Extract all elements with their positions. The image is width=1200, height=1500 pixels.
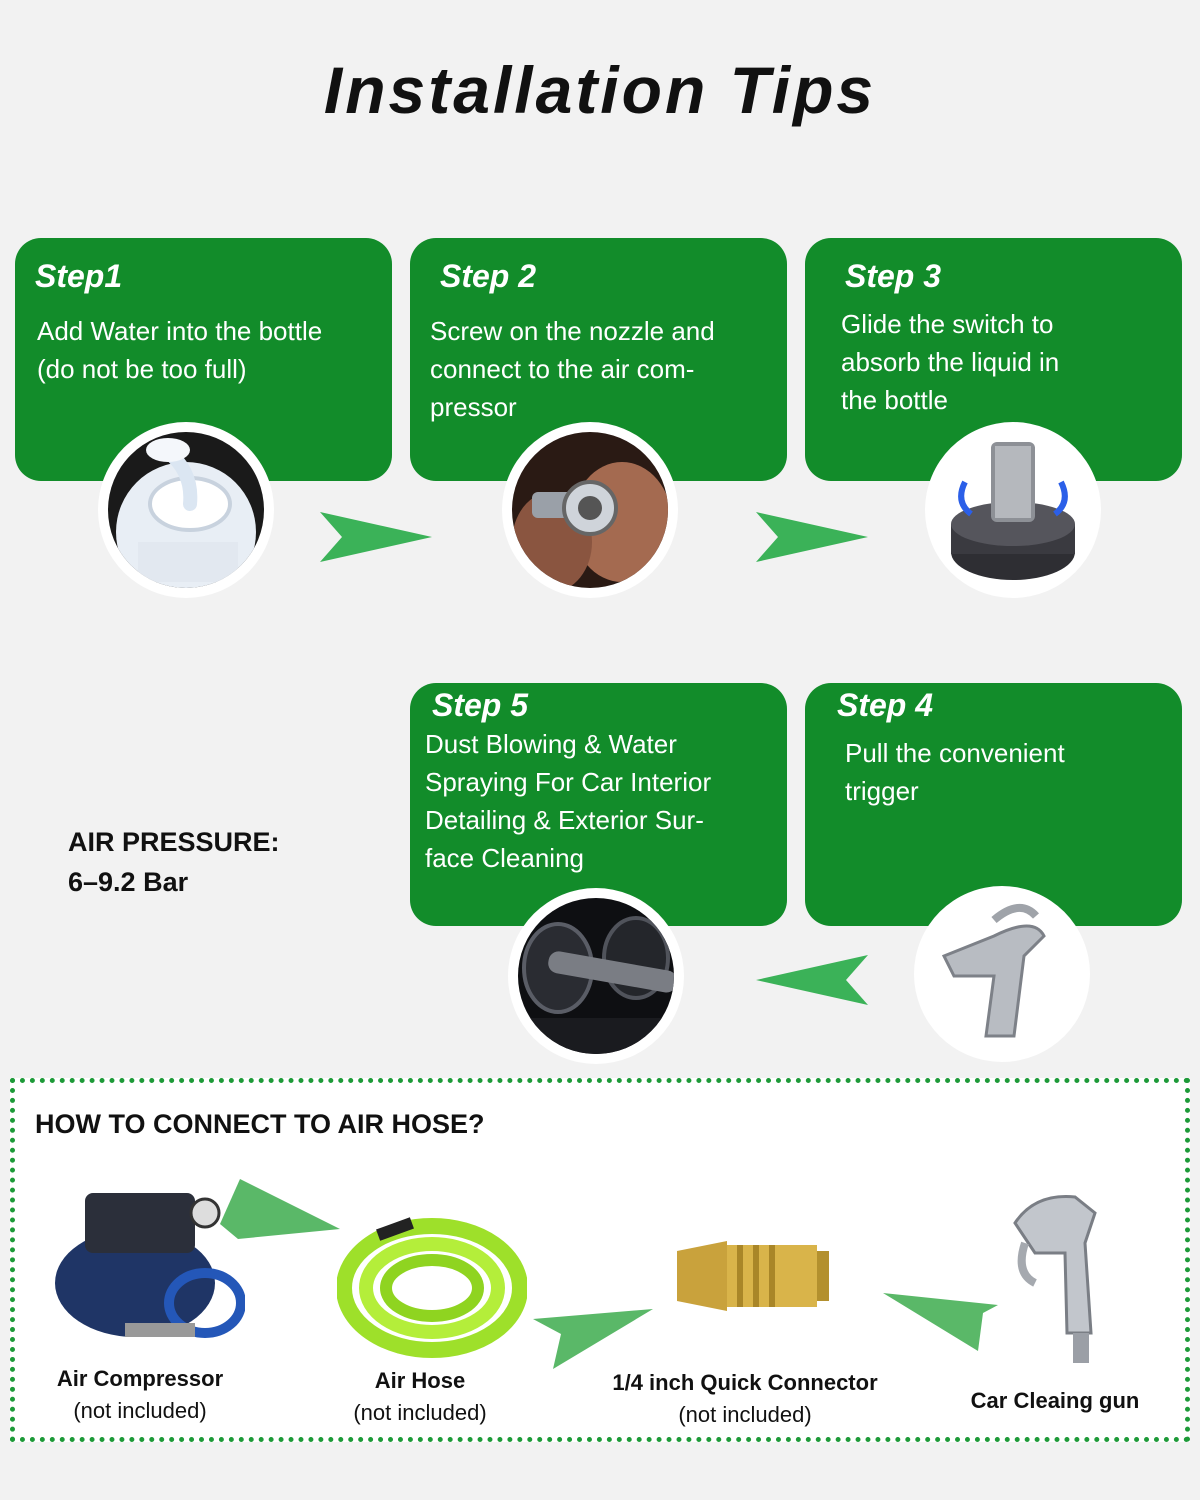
connect-title: HOW TO CONNECT TO AIR HOSE? [35,1109,485,1139]
arrow-left-icon [756,955,868,1005]
arrow-right-icon [220,1179,340,1239]
step-3-description: Glide the switch to absorb the liquid in… [841,309,1060,415]
page-title: Installation Tips [323,53,877,127]
water-bottle-icon [108,432,264,588]
air-hose-icon [337,1217,527,1358]
arrow-left-icon [883,1293,998,1351]
step-3-image [925,422,1101,598]
step-2-title: Step 2 [440,258,537,294]
switch-knob-icon [935,432,1091,588]
connect-section: HOW TO CONNECT TO AIR HOSE? [10,1078,1190,1442]
step-3-title: Step 3 [845,258,942,294]
step-5-title: Step 5 [432,687,529,723]
cleaning-gun-label: Car Cleaing gun [970,1388,1140,1413]
step-1-title: Step1 [35,258,123,294]
step-4-image [914,886,1090,1062]
cleaning-gun-icon [924,896,1080,1052]
step-5-card: Step 5 Dust Blowing & Water Spraying For… [410,683,787,926]
step-2-image [502,422,678,598]
step-4-card: Step 4 Pull the convenient trigger [805,683,1182,926]
air-pressure-label: AIR PRESSURE: [68,827,280,857]
nozzle-screw-icon [512,432,668,588]
step-1-image [98,422,274,598]
air-hose-label: Air Hose (not included) [353,1368,487,1425]
air-compressor-icon [55,1193,245,1338]
arrow-right-icon [533,1309,653,1369]
step-4-title: Step 4 [837,687,934,723]
step-5-description: Dust Blowing & Water Spraying For Car In… [425,729,712,873]
step-2-description: Screw on the nozzle and connect to the a… [430,316,715,422]
step-5-image [508,888,684,1064]
air-pressure-value: 6–9.2 Bar [68,867,189,897]
step-1-description: Add Water into the bottle (do not be too… [37,316,323,384]
cleaning-gun-icon [1013,1195,1097,1363]
step-4-description: Pull the convenient trigger [845,738,1065,806]
car-vent-icon [518,898,674,1054]
arrow-right-icon [756,512,868,562]
air-compressor-label: Air Compressor (not included) [56,1366,224,1423]
air-pressure-info: AIR PRESSURE: 6–9.2 Bar [68,822,280,902]
quick-connector-icon [677,1241,829,1311]
quick-connector-label: 1/4 inch Quick Connector (not included) [612,1370,878,1427]
arrow-right-icon [320,512,432,562]
